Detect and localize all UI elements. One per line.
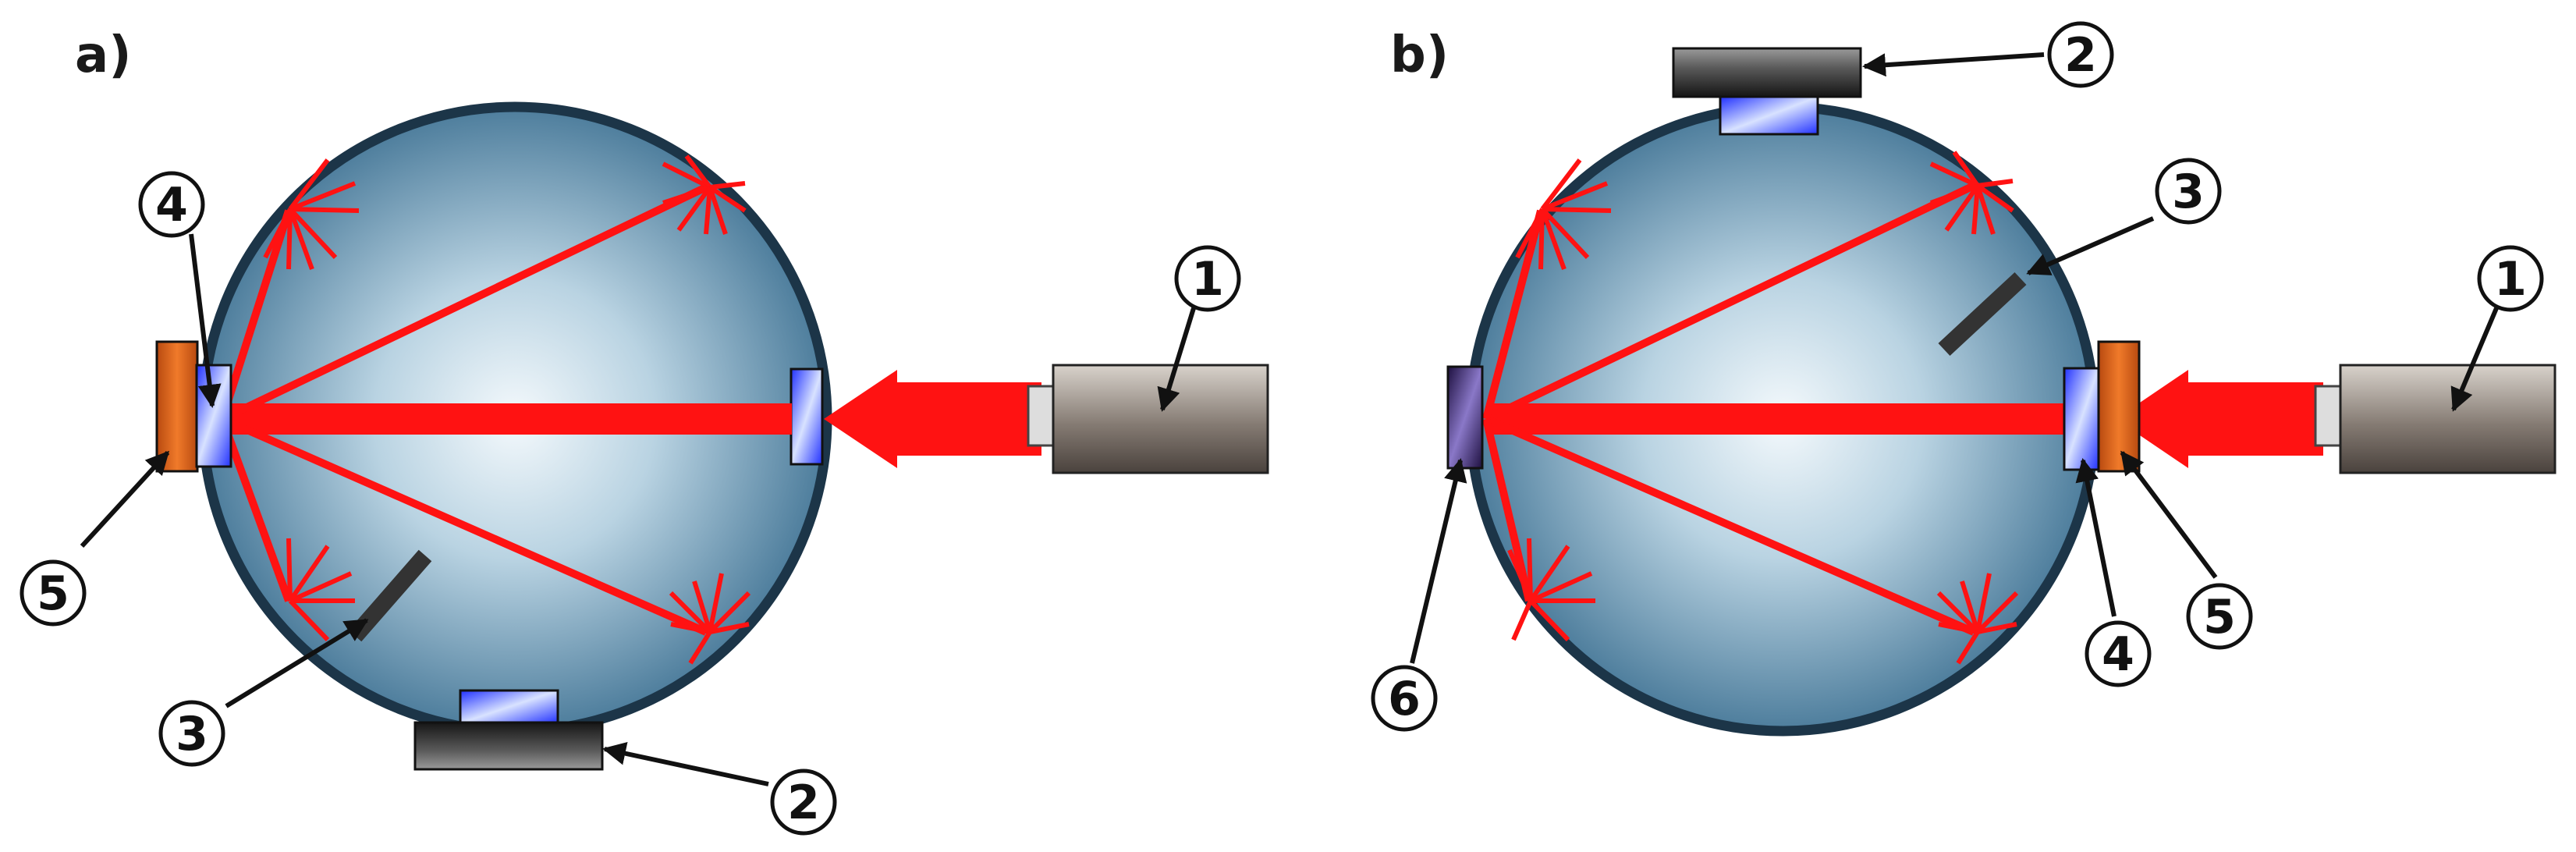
scatter-burst-bottom-right [1936, 573, 2019, 665]
laser-source-icon [2339, 364, 2556, 474]
callout-1: 1 [2477, 245, 2544, 312]
detector-icon [1672, 47, 1862, 98]
panel-b-leaders [1410, 52, 2499, 664]
svg-text:1: 1 [2494, 252, 2527, 307]
window-icon [195, 364, 232, 468]
laser-source-icon [1052, 364, 1269, 474]
sample-port-icon [1446, 365, 1484, 470]
svg-text:6: 6 [1388, 672, 1421, 726]
detector-window-icon [459, 689, 559, 725]
laser-aperture [1027, 385, 1056, 447]
svg-text:1: 1 [1191, 252, 1224, 307]
incoming-beam-arrow-icon [824, 370, 1041, 468]
scatter-burst-top-right [662, 154, 747, 235]
callout-3: 3 [2155, 158, 2222, 225]
callout-4: 4 [2085, 620, 2152, 687]
panel-a-label: a) [75, 27, 131, 84]
scatter-burst-bottom-left [267, 538, 355, 642]
baffle-icon [1938, 272, 2027, 357]
laser-aperture [2314, 385, 2344, 447]
scatter-burst-bottom-left [1507, 538, 1595, 642]
callout-2: 2 [2047, 21, 2114, 88]
detector-window-icon [1719, 95, 1819, 136]
incoming-beam-arrow-icon [2116, 370, 2323, 468]
panel-b: b) [1371, 21, 2556, 737]
window-icon [2063, 367, 2100, 471]
scatter-burst-bottom-right [669, 573, 751, 665]
scatter-burst-top-right [1929, 151, 2014, 235]
callout-4: 4 [138, 171, 205, 238]
scatter-burst-top-left [1515, 158, 1612, 271]
callout-5: 5 [2186, 583, 2253, 650]
reflected-beams [1482, 182, 1976, 636]
svg-text:5: 5 [37, 566, 69, 621]
svg-text:3: 3 [176, 707, 208, 761]
svg-text:4: 4 [2102, 627, 2134, 682]
callout-3: 3 [158, 700, 225, 767]
callout-2: 2 [770, 769, 837, 836]
panel-b-label: b) [1390, 27, 1449, 84]
callout-6: 6 [1371, 665, 1438, 732]
panel-a: a) [20, 27, 1269, 836]
panel-a-leaders [80, 233, 1196, 786]
callout-1: 1 [1174, 245, 1241, 312]
filter-icon [2097, 340, 2141, 473]
svg-text:3: 3 [2172, 165, 2205, 219]
callout-5: 5 [20, 559, 87, 627]
filter-icon [155, 340, 199, 473]
svg-text:4: 4 [155, 178, 188, 233]
entrance-port-window-icon [789, 367, 824, 466]
svg-text:5: 5 [2203, 590, 2236, 644]
scatter-burst-top-left [263, 158, 360, 271]
svg-text:2: 2 [787, 776, 820, 830]
svg-text:2: 2 [2064, 28, 2097, 83]
detector-icon [413, 721, 604, 771]
